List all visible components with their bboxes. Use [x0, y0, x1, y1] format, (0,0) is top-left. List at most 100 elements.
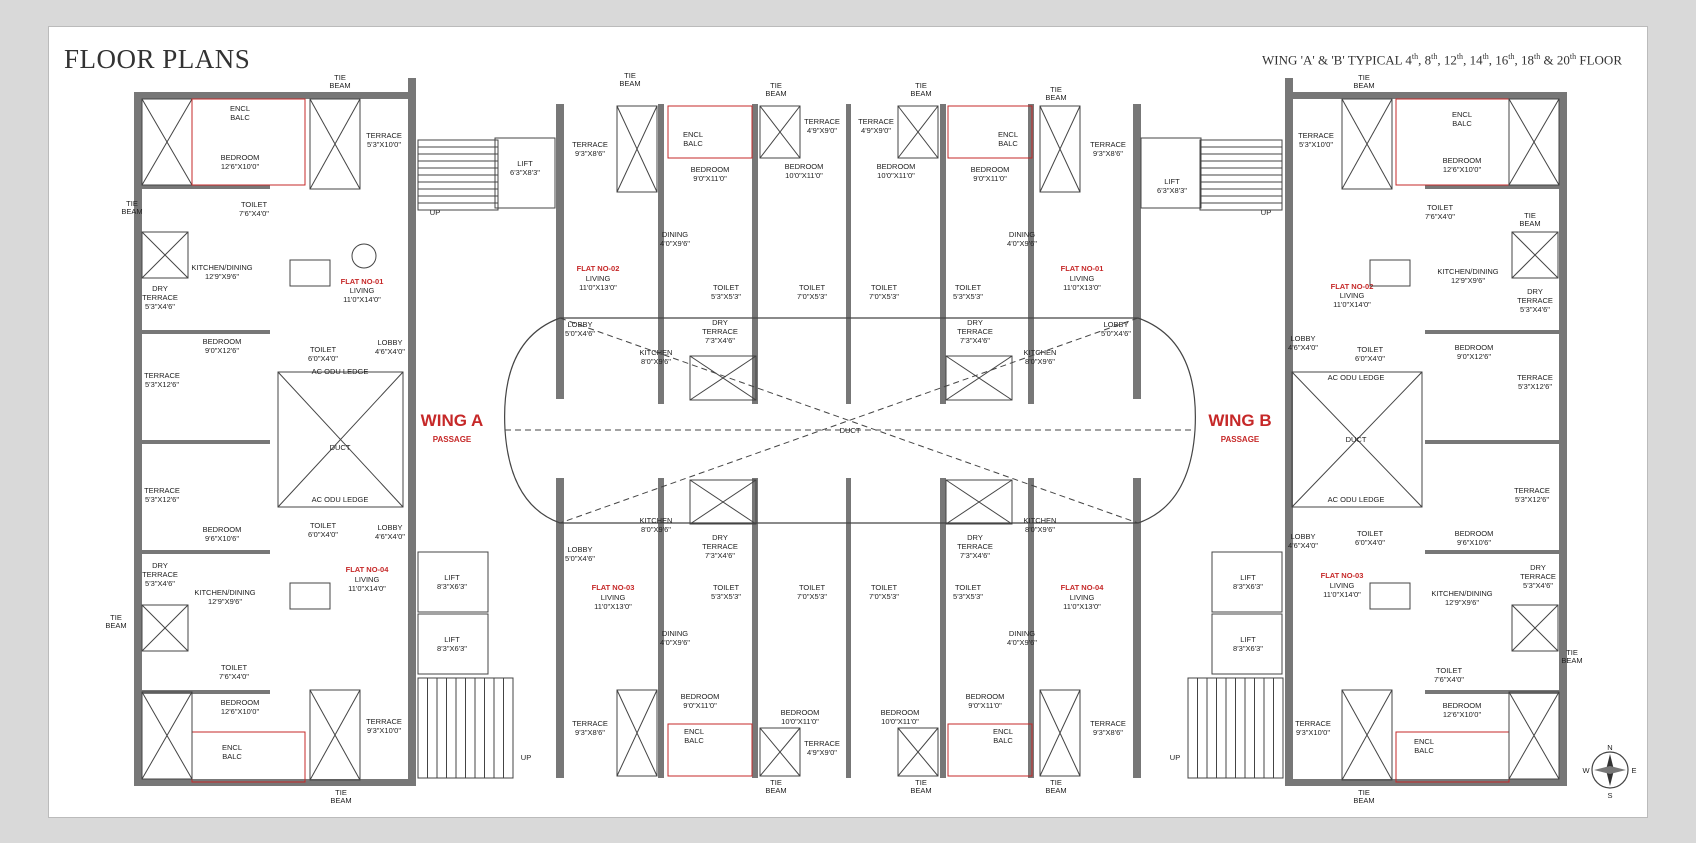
tie-beam-11: TIE — [915, 778, 927, 787]
wall-wing-a-core — [408, 78, 416, 786]
shaft-b2-b — [1511, 231, 1559, 279]
terrace-box-l4-diag — [141, 691, 193, 780]
terrace-b3-label: TERRACE — [1514, 486, 1550, 495]
shaft-b1-b — [897, 105, 939, 159]
shaft-a3-c-diag — [689, 479, 757, 525]
flat-b1-living-size: 11'0"X13'0" — [1063, 283, 1101, 292]
lobby-b3-label-size: 4'6"X4'0" — [1288, 541, 1318, 550]
lobby-a4-label: LOBBY — [377, 523, 402, 532]
toilet-a3-label: TOILET — [713, 583, 740, 592]
lobby-a3-label-size: 5'0"X4'6" — [565, 554, 595, 563]
wall-b4-mid — [1028, 478, 1034, 778]
kitchen-a3-label: KITCHEN — [640, 516, 673, 525]
duct-a-label: DUCT — [330, 443, 351, 452]
shaft-b4-c — [945, 479, 1013, 525]
terrace-b1b-label: TERRACE — [1090, 140, 1126, 149]
dining-a2-label-size: 4'0"X9'6" — [660, 239, 690, 248]
terrace-a2b-label-size: 4'9"X9'0" — [807, 126, 837, 135]
dry-terrace-a3-label-size: TERRACE — [702, 542, 738, 551]
flat-a3-living: LIVING — [601, 593, 626, 602]
duct-b-diag — [1291, 371, 1423, 508]
tie-beam-10: TIE — [770, 778, 782, 787]
page-title: FLOOR PLANS — [64, 44, 251, 74]
dry-terrace-a3-label: DRY — [712, 533, 728, 542]
tie-beam-6-b: BEAM — [121, 207, 142, 216]
dry-terrace-b2-size: 5'3"X4'6" — [1520, 305, 1550, 314]
lobby-b1-label: LOBBY — [1103, 320, 1128, 329]
dry-terrace-b1-size: 7'3"X4'6" — [960, 336, 990, 345]
tie-beam-1-b: BEAM — [619, 79, 640, 88]
tie-beam-10-b: BEAM — [765, 786, 786, 795]
bedroom-b4b-label-size: 9'0"X11'0" — [968, 701, 1002, 710]
toilet-b2-label: TOILET — [1427, 203, 1454, 212]
bedroom-a2-label-size: 9'0"X11'0" — [693, 174, 727, 183]
flat-b3-name: FLAT NO-03 — [1321, 571, 1364, 580]
flat-b2-name: FLAT NO-02 — [1331, 282, 1374, 291]
toilet-a1-label-size: 7'6"X4'0" — [239, 209, 269, 218]
dry-terrace-a4-size: 5'3"X4'6" — [145, 579, 175, 588]
lift-b-b2-label: LIFT — [1240, 635, 1256, 644]
up-b-bottom: UP — [1170, 753, 1180, 762]
bedroom-a3-label: BEDROOM — [681, 692, 720, 701]
bedroom-a2-label: BEDROOM — [691, 165, 730, 174]
compass-n: N — [1607, 743, 1612, 752]
shaft-a1-diag — [309, 98, 361, 190]
toilet-a4-label: TOILET — [310, 521, 337, 530]
lift-b-b1-label: LIFT — [1240, 573, 1256, 582]
terrace-b2-label-size: 5'3"X10'0" — [1299, 140, 1333, 149]
encl-balc-b4-label-size: BALC — [993, 736, 1013, 745]
shaft-b4-b-diag — [897, 727, 939, 777]
tie-beam-2: TIE — [770, 81, 782, 90]
wall-b4-left — [940, 478, 946, 778]
wall-h-right-4 — [1425, 690, 1559, 694]
terrace-b2b-label: TERRACE — [1517, 373, 1553, 382]
shaft-b1-diag — [1039, 105, 1081, 193]
lift-a-b2-label: LIFT — [444, 635, 460, 644]
shaft-b3 — [1511, 604, 1559, 652]
lift-a-b2-label-size: 8'3"X6'3" — [437, 644, 467, 653]
dry-terrace-b3-label: DRY — [1530, 563, 1546, 572]
dry-terrace-b1-label-size: TERRACE — [957, 327, 993, 336]
terrace-b1-label-size: 4'9"X9'0" — [861, 126, 891, 135]
kitchen-b4-label-size: 8'0"X9'6" — [1025, 525, 1055, 534]
encl-balc-a4 — [191, 731, 306, 783]
shaft-a3-c — [689, 479, 757, 525]
lift-b-top-label-size: 6'3"X8'3" — [1157, 186, 1187, 195]
lift-b-b2 — [1211, 613, 1283, 675]
lobby-a4-label-size: 4'6"X4'0" — [375, 532, 405, 541]
dining-a3-label: DINING — [662, 629, 688, 638]
flat-a4-living-size: 11'0"X14'0" — [348, 584, 386, 593]
terrace-a2-label-size: 9'3"X8'6" — [575, 149, 605, 158]
shaft-b4-b — [897, 727, 939, 777]
terrace-a3b-label: TERRACE — [804, 739, 840, 748]
lift-b-top — [1140, 137, 1202, 209]
wing-a-passage: PASSAGE — [433, 435, 472, 444]
shaft-a1-b — [141, 231, 189, 279]
toilet-b1b-label: TOILET — [955, 283, 982, 292]
bedroom-a4b-label: BEDROOM — [221, 698, 260, 707]
terrace-b3-label-size: 5'3"X12'6" — [1515, 495, 1549, 504]
wall-a3-left — [556, 478, 564, 778]
bedroom-a4b-label-size: 12'6"X10'0" — [221, 707, 260, 716]
lift-b-b1 — [1211, 551, 1283, 613]
bedroom-a1-label-size: 12'6"X10'0" — [221, 162, 260, 171]
terrace-a1-label: TERRACE — [366, 131, 402, 140]
tie-beam-0: TIE — [334, 73, 346, 82]
bedroom-b4b-label: BEDROOM — [966, 692, 1005, 701]
tie-beam-4: TIE — [1050, 85, 1062, 94]
encl-balc-a2 — [667, 105, 753, 159]
wall-wing-b-core — [1285, 78, 1293, 786]
tie-beam-1: TIE — [624, 71, 636, 80]
encl-balc-a3-label-size: BALC — [684, 736, 704, 745]
shaft-b3b-diag — [1341, 689, 1393, 781]
dining-b4-label-size: 4'0"X9'6" — [1007, 638, 1037, 647]
wall-a2-right — [752, 104, 758, 404]
flat-b3-living: LIVING — [1330, 581, 1355, 590]
toilet-b4-label: TOILET — [871, 583, 898, 592]
terrace-a1b-label-size: 5'3"X12'6" — [145, 380, 179, 389]
flat-a2-name: FLAT NO-02 — [577, 264, 620, 273]
bedroom-b3b-label-size: 12'6"X10'0" — [1443, 710, 1482, 719]
dry-terrace-a1-label-size: TERRACE — [142, 293, 178, 302]
terrace-b1-label: TERRACE — [858, 117, 894, 126]
dry-terrace-a2-label: DRY — [712, 318, 728, 327]
